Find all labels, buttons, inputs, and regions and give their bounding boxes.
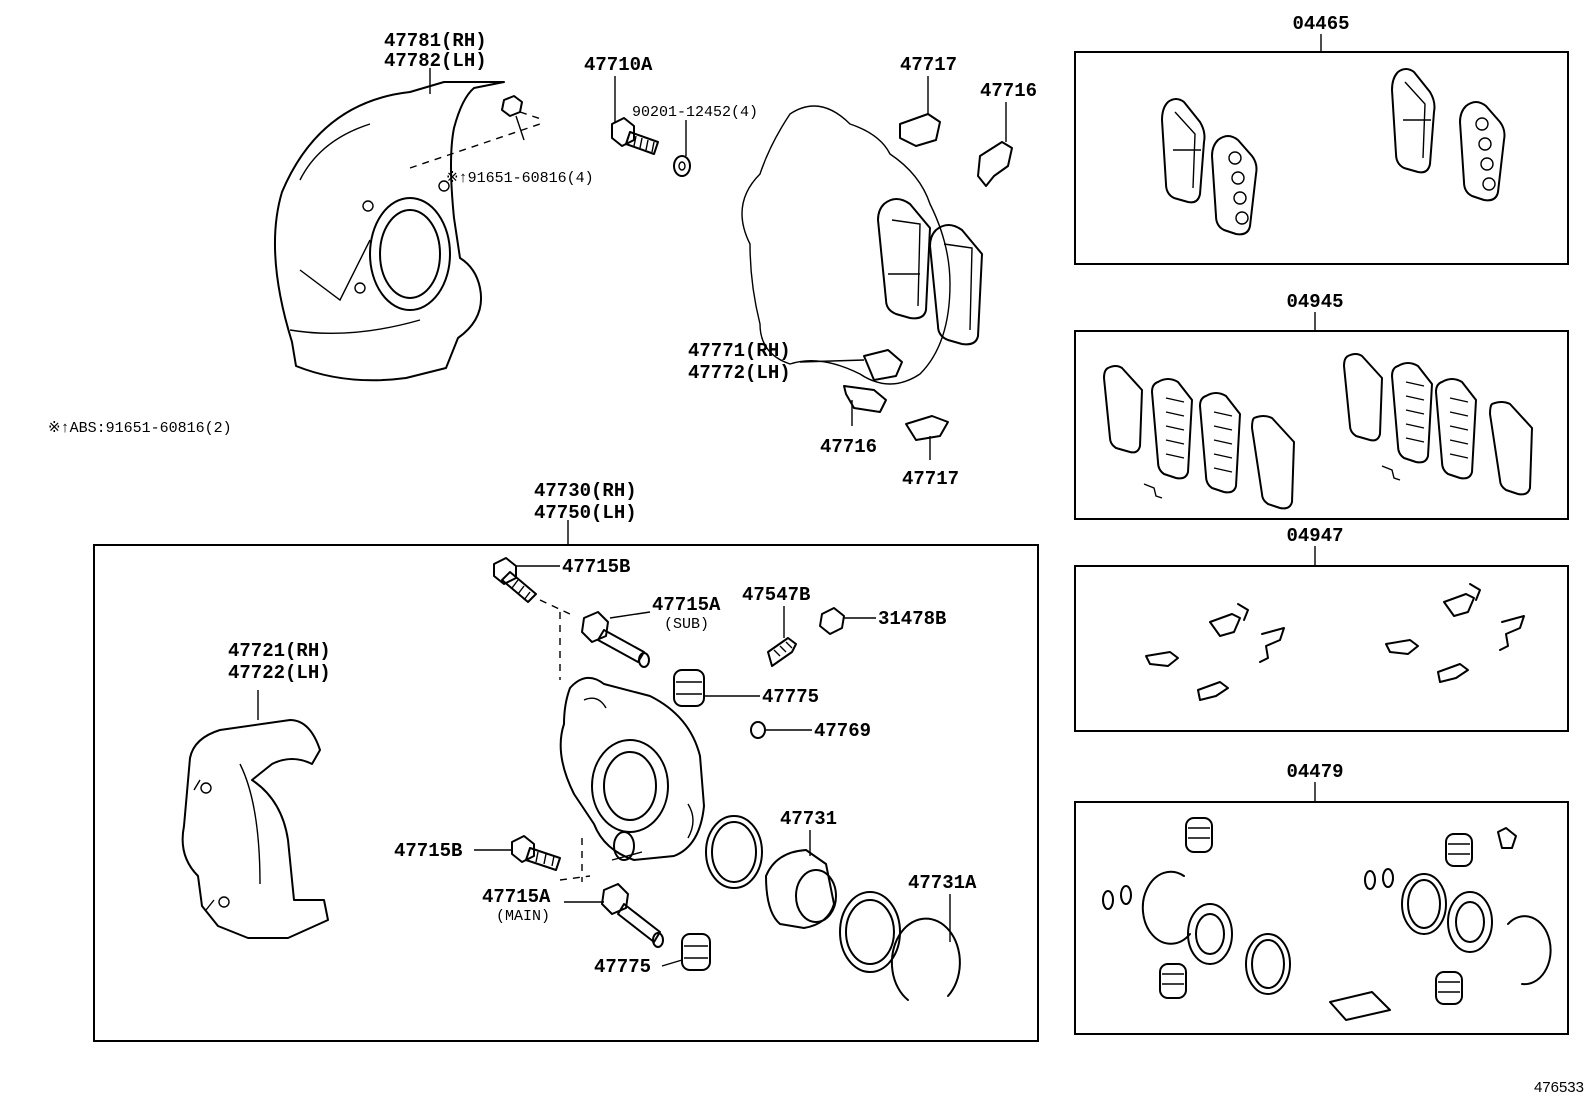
label-47721-rh: 47721(RH) (228, 640, 331, 662)
kit-box-04479[interactable]: 04479 (1074, 761, 1569, 1035)
kit-box-04947[interactable]: 04947 (1074, 525, 1569, 732)
slide-bolt-bottom[interactable] (511, 835, 561, 871)
label-47772-lh: 47772(LH) (688, 362, 791, 384)
shield-bolt-icon (409, 95, 545, 169)
cylinder-piston[interactable] (765, 849, 837, 929)
pad-clip-top-47716[interactable] (977, 141, 1013, 187)
label-47715a-sub: 47715A (652, 594, 721, 616)
label-47771-rh: 47771(RH) (688, 340, 791, 362)
label-47750-lh: 47750(LH) (534, 502, 637, 524)
illustration-id: 476533 (1534, 1079, 1584, 1096)
caliper-mount-bolt[interactable] (611, 117, 659, 155)
label-47775-top: 47775 (762, 686, 819, 708)
label-47715a-main: 47715A (482, 886, 551, 908)
bleeder-plug[interactable] (767, 637, 797, 667)
label-47716-bottom: 47716 (820, 436, 877, 458)
pad-clip-bottom-47716[interactable] (843, 385, 887, 413)
label-90201-12452: 90201-12452(4) (632, 104, 758, 121)
label-47715b-bottom: 47715B (394, 840, 462, 862)
kit-box-04945[interactable]: 04945 (1074, 291, 1569, 520)
caliper-mounting-bracket[interactable] (181, 719, 329, 939)
washer-icon[interactable] (673, 155, 691, 177)
pad-clip-top-47717[interactable] (899, 113, 941, 147)
guide-pin-main[interactable] (601, 883, 664, 948)
piston-seal[interactable] (705, 815, 763, 889)
label-31478b: 31478B (878, 608, 946, 630)
label-47730-rh: 47730(RH) (534, 480, 637, 502)
label-47782-lh: 47782(LH) (384, 50, 487, 72)
bleeder-cap[interactable] (819, 607, 845, 635)
cylinder-kit-icon (1102, 817, 1552, 1021)
label-main: (MAIN) (496, 908, 550, 925)
pad-clip-bottom-47717[interactable] (905, 415, 949, 441)
kit-code-04945: 04945 (1286, 291, 1343, 313)
dust-shield[interactable] (273, 81, 505, 382)
cap-47769[interactable] (750, 721, 766, 739)
label-47769: 47769 (814, 720, 871, 742)
caliper-assembly-box (93, 544, 1039, 1042)
label-47775-bottom: 47775 (594, 956, 651, 978)
kit-code-04947: 04947 (1286, 525, 1343, 547)
slide-bolt-top[interactable] (493, 557, 537, 603)
anti-squeal-shim-icon (1103, 353, 1533, 510)
kit-code-04465: 04465 (1292, 13, 1349, 35)
label-47717-bottom: 47717 (902, 468, 959, 490)
label-abs-note: ※↑ABS:91651-60816(2) (48, 420, 232, 437)
label-47731: 47731 (780, 808, 837, 830)
label-47710a: 47710A (584, 54, 653, 76)
label-47715b-top: 47715B (562, 556, 630, 578)
anti-squeal-shim[interactable] (863, 349, 903, 381)
cylinder-boot-top[interactable] (673, 669, 705, 707)
cylinder-boot-bottom[interactable] (681, 933, 711, 971)
guide-pin-sub[interactable] (581, 611, 650, 668)
kit-box-04465[interactable]: 04465 (1074, 13, 1569, 265)
label-sub: (SUB) (664, 616, 709, 633)
brake-pad-assembly[interactable] (741, 105, 983, 385)
label-47731a: 47731A (908, 872, 977, 894)
brake-pad-icon (1161, 68, 1506, 236)
label-47716-top: 47716 (980, 80, 1037, 102)
caliper-cylinder[interactable] (559, 677, 705, 861)
set-ring-47731a[interactable] (890, 917, 961, 1001)
dust-boot[interactable] (839, 891, 901, 973)
label-shield-bolt: ※↑91651-60816(4) (446, 170, 594, 187)
label-47781-rh: 47781(RH) (384, 30, 487, 52)
label-47547b: 47547B (742, 584, 810, 606)
kit-code-04479: 04479 (1286, 761, 1343, 783)
label-47717-top: 47717 (900, 54, 957, 76)
pad-support-clip-icon (1145, 583, 1525, 701)
label-47722-lh: 47722(LH) (228, 662, 331, 684)
